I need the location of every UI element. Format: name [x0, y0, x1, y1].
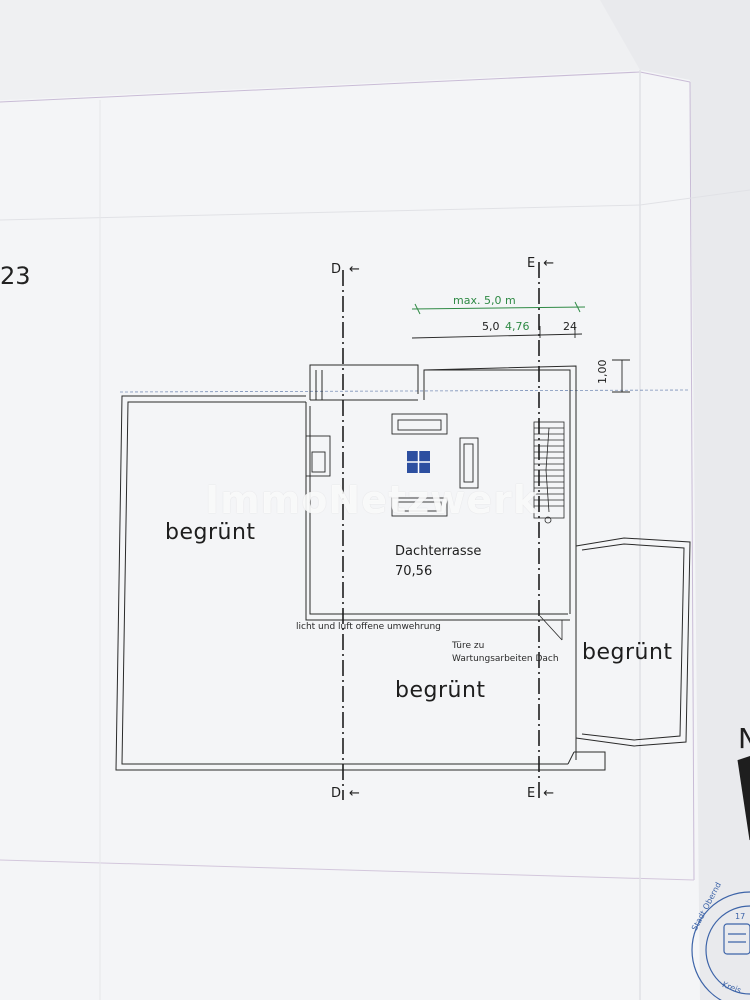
- axis-label-d-top: D←: [331, 262, 360, 277]
- fence-note: licht und luft offene umwehrung: [296, 622, 441, 632]
- sofa-bottom: [391, 497, 448, 517]
- terrace-area: 70,56: [395, 564, 433, 579]
- room-label-bottom: begrünt: [395, 678, 486, 703]
- width-dimension-original: 5,0: [482, 320, 500, 333]
- terrace-name: Dachterrasse: [395, 544, 482, 559]
- room-label-right: begrünt: [582, 640, 673, 665]
- fold-line: [639, 189, 750, 206]
- fold-line: [689, 81, 695, 881]
- right-annex: [575, 537, 691, 747]
- door-note-line2: Wartungsarbeiten Dach: [452, 654, 559, 664]
- room-label-left: begrünt: [165, 520, 256, 545]
- fold-line: [0, 859, 695, 881]
- furniture: [305, 413, 479, 517]
- official-stamp-icon: [691, 891, 750, 1000]
- offset-dimension: 24: [563, 320, 577, 333]
- page-number-fragment: 23: [0, 262, 31, 290]
- arrow-left-icon: ←: [543, 256, 555, 271]
- north-letter: N: [738, 722, 750, 755]
- door-note-line1: Türe zu: [452, 641, 485, 651]
- paper-top: [0, 0, 640, 100]
- paper-main: [0, 70, 700, 1000]
- axis-label-e-bottom: E←: [527, 786, 555, 801]
- axis-label-e-top: E←: [527, 256, 555, 271]
- arrow-left-icon: ←: [543, 786, 555, 801]
- fold-line: [639, 71, 691, 83]
- fold-line: [0, 204, 641, 221]
- max-dimension-label: max. 5,0 m: [453, 294, 516, 307]
- table-icon: [407, 451, 430, 473]
- door-swing: [539, 615, 563, 641]
- stamp-number: 17: [735, 912, 746, 921]
- dim-green: [411, 301, 586, 315]
- dim-dark: [411, 326, 630, 393]
- height-dimension: 1,00: [596, 359, 609, 385]
- width-dimension-corrected: 4,76: [505, 320, 530, 333]
- sofa-right: [459, 437, 479, 489]
- roof-edge-dashed: [119, 389, 691, 393]
- north-arrow-icon: [737, 756, 750, 841]
- arrow-left-icon: ←: [349, 786, 360, 801]
- axis-label-d-bottom: D←: [331, 786, 360, 801]
- fold-line: [0, 71, 641, 103]
- watermark: ImmoNetzwerk: [205, 478, 540, 522]
- side-unit: [305, 435, 331, 477]
- building-outline: [115, 395, 606, 771]
- sofa-top: [391, 413, 448, 435]
- arrow-left-icon: ←: [349, 262, 360, 277]
